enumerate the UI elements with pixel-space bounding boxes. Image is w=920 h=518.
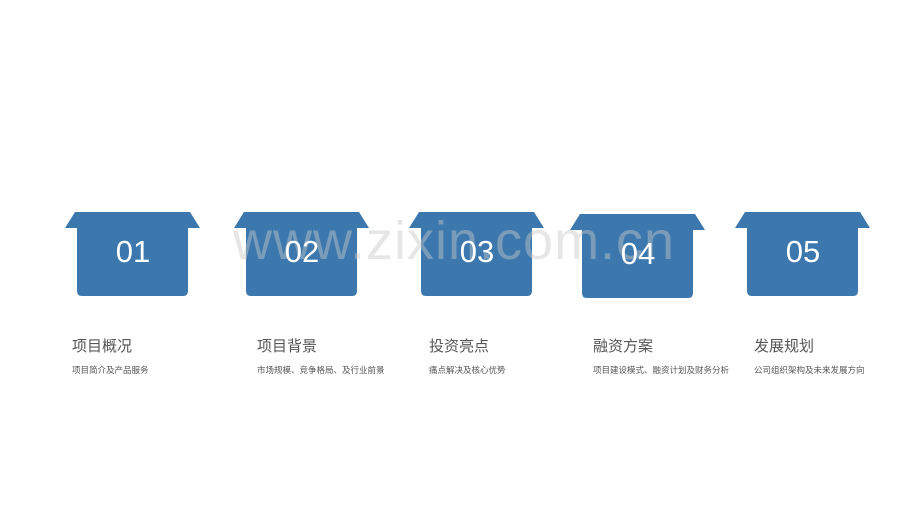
step-description: 项目简介及产品服务 [72,366,149,376]
tab-shape-icon [570,214,705,298]
tab-shape-icon [735,212,870,296]
step-description: 痛点解决及核心优势 [429,366,506,376]
step-description: 市场规模、竞争格局、及行业前景 [257,366,385,376]
step-description: 公司组织架构及未来发展方向 [754,366,865,376]
step-title: 发展规划 [754,337,815,355]
step-title: 融资方案 [593,337,654,355]
step-description: 项目建设模式、融资计划及财务分析 [593,366,730,376]
step-number: 01 [115,234,151,269]
step-title: 项目背景 [257,337,318,355]
tab-shape-icon [409,212,544,296]
step-box-02: 02 [234,212,370,296]
step-box-05: 05 [735,212,871,296]
step-box-04: 04 [570,214,706,298]
step-title: 投资亮点 [429,337,490,355]
step-number: 03 [459,234,495,269]
tab-shape-icon [234,212,369,296]
step-box-01: 01 [65,212,201,296]
step-number: 04 [620,236,656,271]
tab-shape-icon [65,212,200,296]
step-box-03: 03 [409,212,545,296]
step-number: 02 [284,234,320,269]
step-number: 05 [785,234,821,269]
step-title: 项目概况 [72,337,133,355]
